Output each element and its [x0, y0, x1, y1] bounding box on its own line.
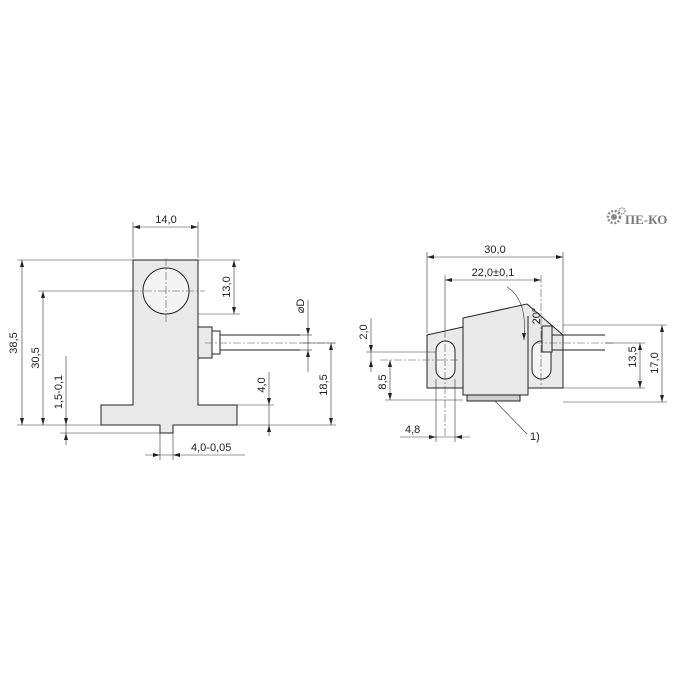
- dim-step-height: 4,0: [256, 377, 268, 392]
- gear-icon: [606, 207, 626, 225]
- dim-hole-height: 13,0: [221, 276, 233, 297]
- front-view: 14,0 13,0 ⌀D 38,5 30,5 1,5-0,1: [8, 214, 336, 460]
- dim-total-height: 38,5: [8, 332, 20, 353]
- logo-text: ПЕ-КО: [625, 212, 667, 227]
- dim-cable-height: 18,5: [318, 374, 330, 395]
- side-cable-gland: [541, 325, 553, 353]
- dim-axis-height: 30,5: [30, 347, 42, 368]
- dim-angle: 20°: [531, 308, 543, 325]
- dim-base-thickness: 1,5-0,1: [53, 375, 65, 409]
- side-view: 30,0 22,0±0,1 20° 2,0 8,5 4,8: [358, 244, 667, 443]
- dim-hole-height-side: 8,5: [377, 374, 389, 389]
- dim-front-width: 14,0: [155, 214, 176, 226]
- note-marker: 1): [530, 431, 540, 443]
- logo: ПЕ-КО: [606, 207, 667, 227]
- dim-side-total-height: 17,0: [649, 352, 661, 373]
- dim-side-cable-height: 13,5: [627, 346, 639, 367]
- dim-side-slot-width: 4,8: [405, 424, 420, 436]
- dim-side-width: 30,0: [484, 244, 505, 256]
- side-body: [426, 303, 564, 396]
- dim-diameter: ⌀D: [295, 299, 307, 314]
- dim-slot-width: 4,0-0,05: [191, 442, 231, 454]
- cable-gland-nut: [212, 330, 221, 355]
- dim-top-offset: 2,0: [358, 324, 370, 339]
- side-bottom-feature: [466, 394, 521, 402]
- dim-hole-spacing: 22,0±0,1: [472, 267, 515, 279]
- cable-gland: [197, 326, 213, 359]
